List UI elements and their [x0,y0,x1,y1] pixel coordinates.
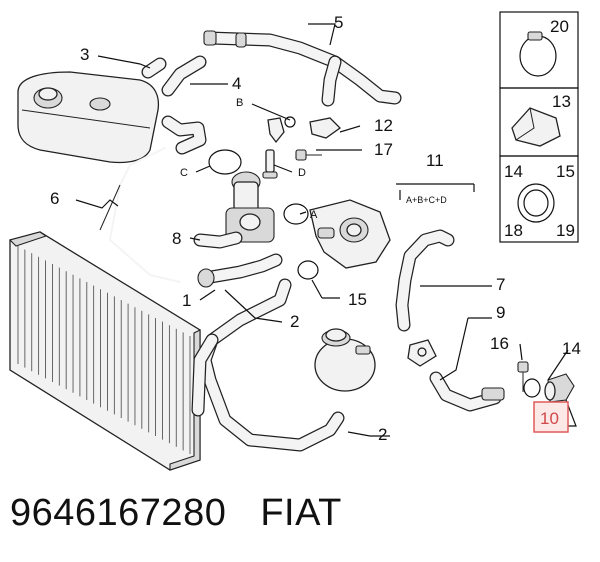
bolt-17 [295,149,322,161]
callout-2a: 2 [290,312,299,331]
callout-3: 3 [80,45,89,64]
cooling-system-diagram: 1 2 2 3 4 5 6 7 8 9 11 12 13 14 14 15 15… [8,11,581,471]
parts-box-14-15-18-19 [499,155,579,243]
hose-5 [203,30,402,107]
hose-9 [429,371,505,412]
sleeve-10 [544,373,575,403]
callout-20: 20 [550,17,569,36]
fitting-3 [141,57,167,79]
callout-9: 9 [496,303,505,322]
bracket-9 [407,339,437,367]
callout-7: 7 [496,275,505,294]
callout-11: 11 [426,151,444,170]
radiator [8,231,201,471]
callout-17: 17 [374,140,393,159]
hose-1 [197,253,283,288]
bolt-16 [517,361,529,392]
expansion-tank-upper [17,71,160,164]
thermostat-housing [225,171,275,243]
o-ring-c [208,149,242,175]
ref-c: C [180,167,188,179]
brand-name: FIAT [260,492,342,534]
hose-7 [395,229,455,332]
gasket-a [283,203,309,225]
group-11-label: A+B+C+D [406,195,447,205]
sensor-d [262,149,278,179]
callout-19: 19 [556,221,575,240]
callout-15a: 15 [556,162,575,181]
small-hose-b [161,115,207,155]
pipe-6 [99,147,181,283]
hose-2 [191,278,345,452]
clamp-14 [523,378,541,398]
callout-10: 10 [540,409,559,428]
part-number: 9646167280 [10,492,227,534]
clamp-15 [297,260,319,280]
callout-2b: 2 [378,425,387,444]
ref-d: D [298,167,306,179]
callout-13: 13 [552,92,571,111]
callout-10-highlight [533,401,569,433]
callout-18: 18 [504,221,523,240]
callout-14b: 14 [562,339,581,358]
hose-4 [161,55,207,97]
ref-b: B [236,97,243,109]
callout-8: 8 [172,229,181,248]
ref-a: A [310,209,318,221]
callout-6: 6 [50,189,59,208]
callout-5: 5 [334,13,343,32]
callout-14a: 14 [504,162,523,181]
callout-16: 16 [490,334,509,353]
bracket-b [267,116,296,144]
callout-1: 1 [182,291,191,310]
hose-8 [193,231,243,249]
callout-4: 4 [232,74,241,93]
water-outlet [309,199,391,269]
bracket-12 [309,117,342,139]
callout-12: 12 [374,116,393,135]
callout-15b: 15 [348,290,367,309]
footer-caption: 9646167280 FIAT [10,492,342,535]
expansion-tank-lower [314,328,376,392]
